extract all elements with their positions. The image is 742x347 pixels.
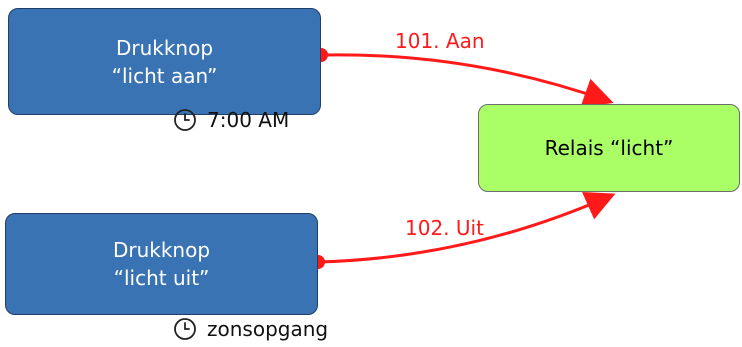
schedule-off: zonsopgang xyxy=(173,317,328,341)
drukknop-licht-aan-node[interactable]: Drukknop “licht aan” xyxy=(8,8,321,115)
clock-icon xyxy=(173,317,197,341)
drukknop-licht-uit-node[interactable]: Drukknop “licht uit” xyxy=(5,213,318,315)
edge-off-label: 102. Uit xyxy=(405,216,484,240)
node-subtitle: “licht uit” xyxy=(113,266,210,290)
edge-on-arrow xyxy=(320,53,614,108)
node-title: Drukknop xyxy=(112,238,211,262)
node-title: Drukknop xyxy=(115,35,214,60)
node-label: Relais “licht” xyxy=(544,136,674,160)
edge-on-label: 101. Aan xyxy=(395,29,485,53)
schedule-time: 7:00 AM xyxy=(207,108,290,132)
relais-licht-node[interactable]: Relais “licht” xyxy=(478,104,740,192)
schedule-on: 7:00 AM xyxy=(173,108,289,132)
node-subtitle: “licht aan” xyxy=(111,63,218,88)
edge-off-arrow xyxy=(317,191,616,264)
schedule-time: zonsopgang xyxy=(207,317,329,341)
clock-icon xyxy=(173,108,197,132)
